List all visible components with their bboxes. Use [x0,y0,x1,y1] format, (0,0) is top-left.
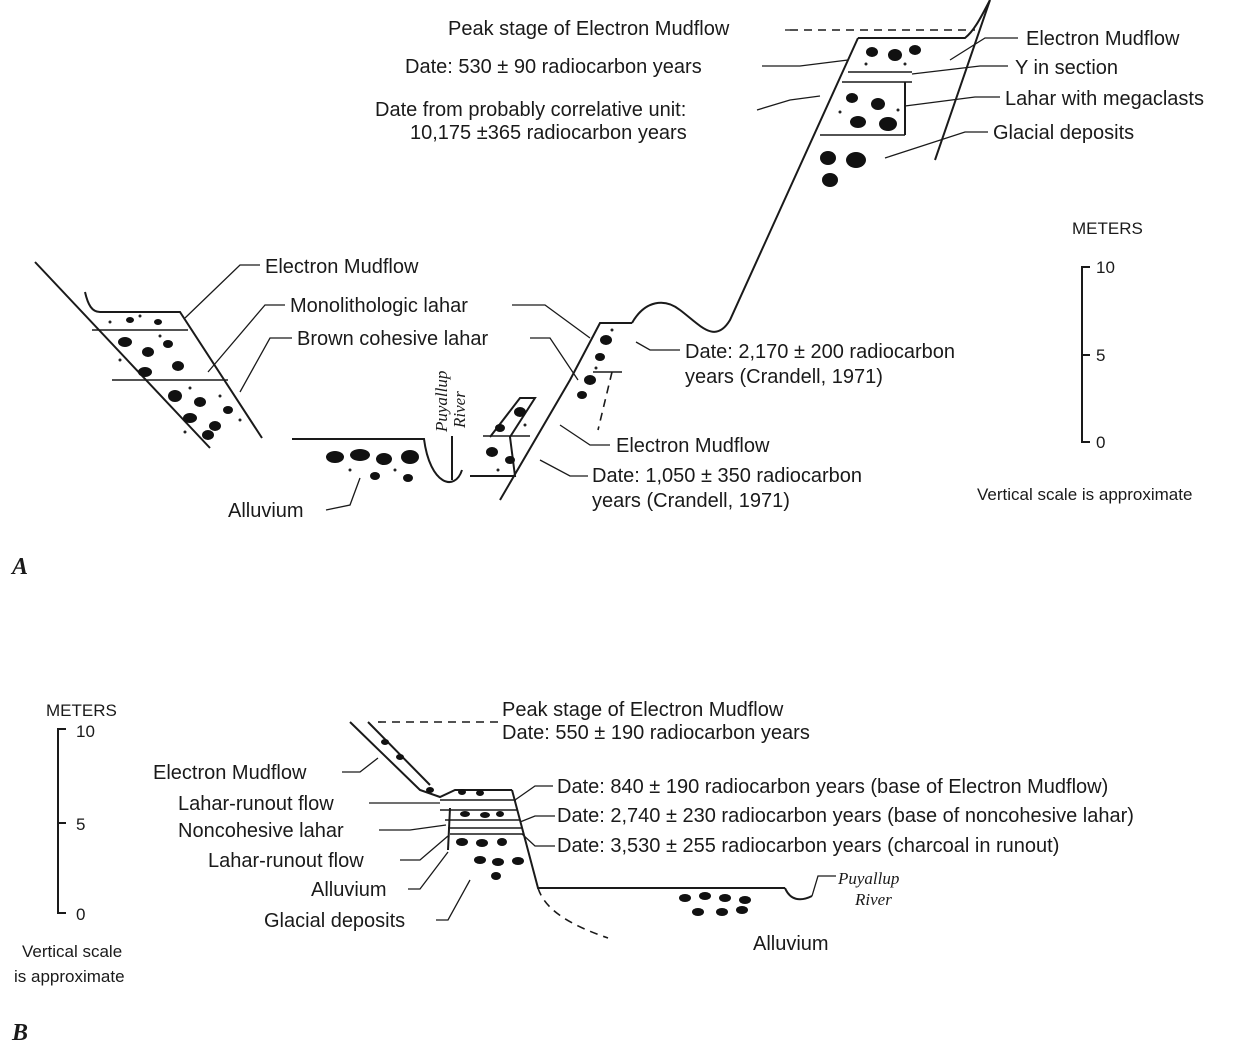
panel-a-river-label-line2: River [450,391,469,429]
panel-b-date-840-label: Date: 840 ± 190 radiocarbon years (base … [557,776,1108,798]
panel-a-alluvium-label: Alluvium [228,500,304,522]
panel-b-river-channel [784,887,813,901]
panel-b-scale-note-line1: Vertical scale [22,942,122,961]
panel-b-letter: B [11,1020,28,1046]
panel-a-drawing [34,0,1018,511]
panel-b-river-label-line2: River [854,890,892,909]
panel-a-y-in-section-label: Y in section [1015,57,1118,79]
panel-a-electron-mudflow-top-label: Electron Mudflow [1026,28,1180,50]
panel-a-left-clasts [118,317,233,440]
panel-b-alluvium-right-label: Alluvium [753,933,829,955]
panel-b-scale-0: 0 [76,905,85,924]
panel-a-electron-mudflow-left-label: Electron Mudflow [265,256,419,278]
panel-a-scale-note: Vertical scale is approximate [977,485,1192,504]
panel-a-letter: A [10,554,28,580]
panel-a-electron-mudflow-mid-label: Electron Mudflow [616,435,770,457]
panel-b-date-3530-label: Date: 3,530 ± 255 radiocarbon years (cha… [557,835,1059,857]
panel-a-scale-5: 5 [1096,346,1105,365]
panel-a-brown-cohesive-lahar-label: Brown cohesive lahar [297,328,489,350]
panel-a-monolithologic-lahar-label: Monolithologic lahar [290,295,468,317]
panel-a-middle-slope [499,322,632,501]
panel-b-clasts [381,739,751,916]
panel-b-scale-note-line2: is approximate [14,967,125,986]
panel-a-scale-10: 10 [1096,258,1115,277]
panel-b-electron-mudflow-label: Electron Mudflow [153,762,307,784]
panel-a-scale-title: METERS [1072,219,1143,238]
panel-a-peak-stage-label: Peak stage of Electron Mudflow [448,18,730,40]
panel-a-date-1050-line2: years (Crandell, 1971) [592,490,790,512]
panel-b-lahar-runout-2-label: Lahar-runout flow [208,850,364,872]
panel-a-river-label-line1: Puyallup [432,371,451,433]
panel-a-scale-0: 0 [1096,433,1105,452]
panel-b-scale-10: 10 [76,722,95,741]
panel-a-alluvium-clasts [326,449,419,482]
panel-a-middle-clasts [486,335,612,464]
panel-a-left-terrace [84,291,263,439]
panel-b-alluvium-left-label: Alluvium [311,879,387,901]
panel-b-scale-title: METERS [46,701,117,720]
panel-b-scale-bar [57,728,66,914]
panel-a-date-2170-line2: years (Crandell, 1971) [685,366,883,388]
panel-a-date-2170-line1: Date: 2,170 ± 200 radiocarbon [685,341,955,363]
panel-a-scale-bar [1081,266,1090,443]
panel-a-upper-slope [631,37,859,333]
panel-a-date-correlative-line1: Date from probably correlative unit: [375,99,686,121]
panel-b-upper-slope [349,721,512,799]
panel-b-glacial-deposits-label: Glacial deposits [264,910,405,932]
panel-a-glacial-deposits-label: Glacial deposits [993,122,1134,144]
panel-a-date-530-label: Date: 530 ± 90 radiocarbon years [405,56,702,78]
panel-b-drawing [342,721,836,939]
panel-a-valley-floor [292,438,463,483]
panel-a-lahar-megaclasts-label: Lahar with megaclasts [1005,88,1204,110]
panel-b-scale-5: 5 [76,815,85,834]
panel-a-upper-section-top [858,0,991,39]
panel-a-date-1050-line1: Date: 1,050 ± 350 radiocarbon [592,465,862,487]
panel-a-lower-terrace [470,397,537,477]
panel-a-right-wall [934,0,991,161]
panel-b-noncohesive-lahar-label: Noncohesive lahar [178,820,344,842]
panel-a-left-slope [34,261,211,449]
panel-a-fine-dots [108,62,907,472]
panel-b-peak-stage-label: Peak stage of Electron Mudflow [502,699,784,721]
panel-b-date-550-label: Date: 550 ± 190 radiocarbon years [502,722,810,744]
panel-b-river-label-line1: Puyallup [837,869,899,888]
panel-b-lahar-runout-1-label: Lahar-runout flow [178,793,334,815]
panel-a-upper-clasts [820,45,921,187]
panel-a-date-correlative-line2: 10,175 ±365 radiocarbon years [410,122,687,144]
panel-b-date-2740-label: Date: 2,740 ± 230 radiocarbon years (bas… [557,805,1134,827]
